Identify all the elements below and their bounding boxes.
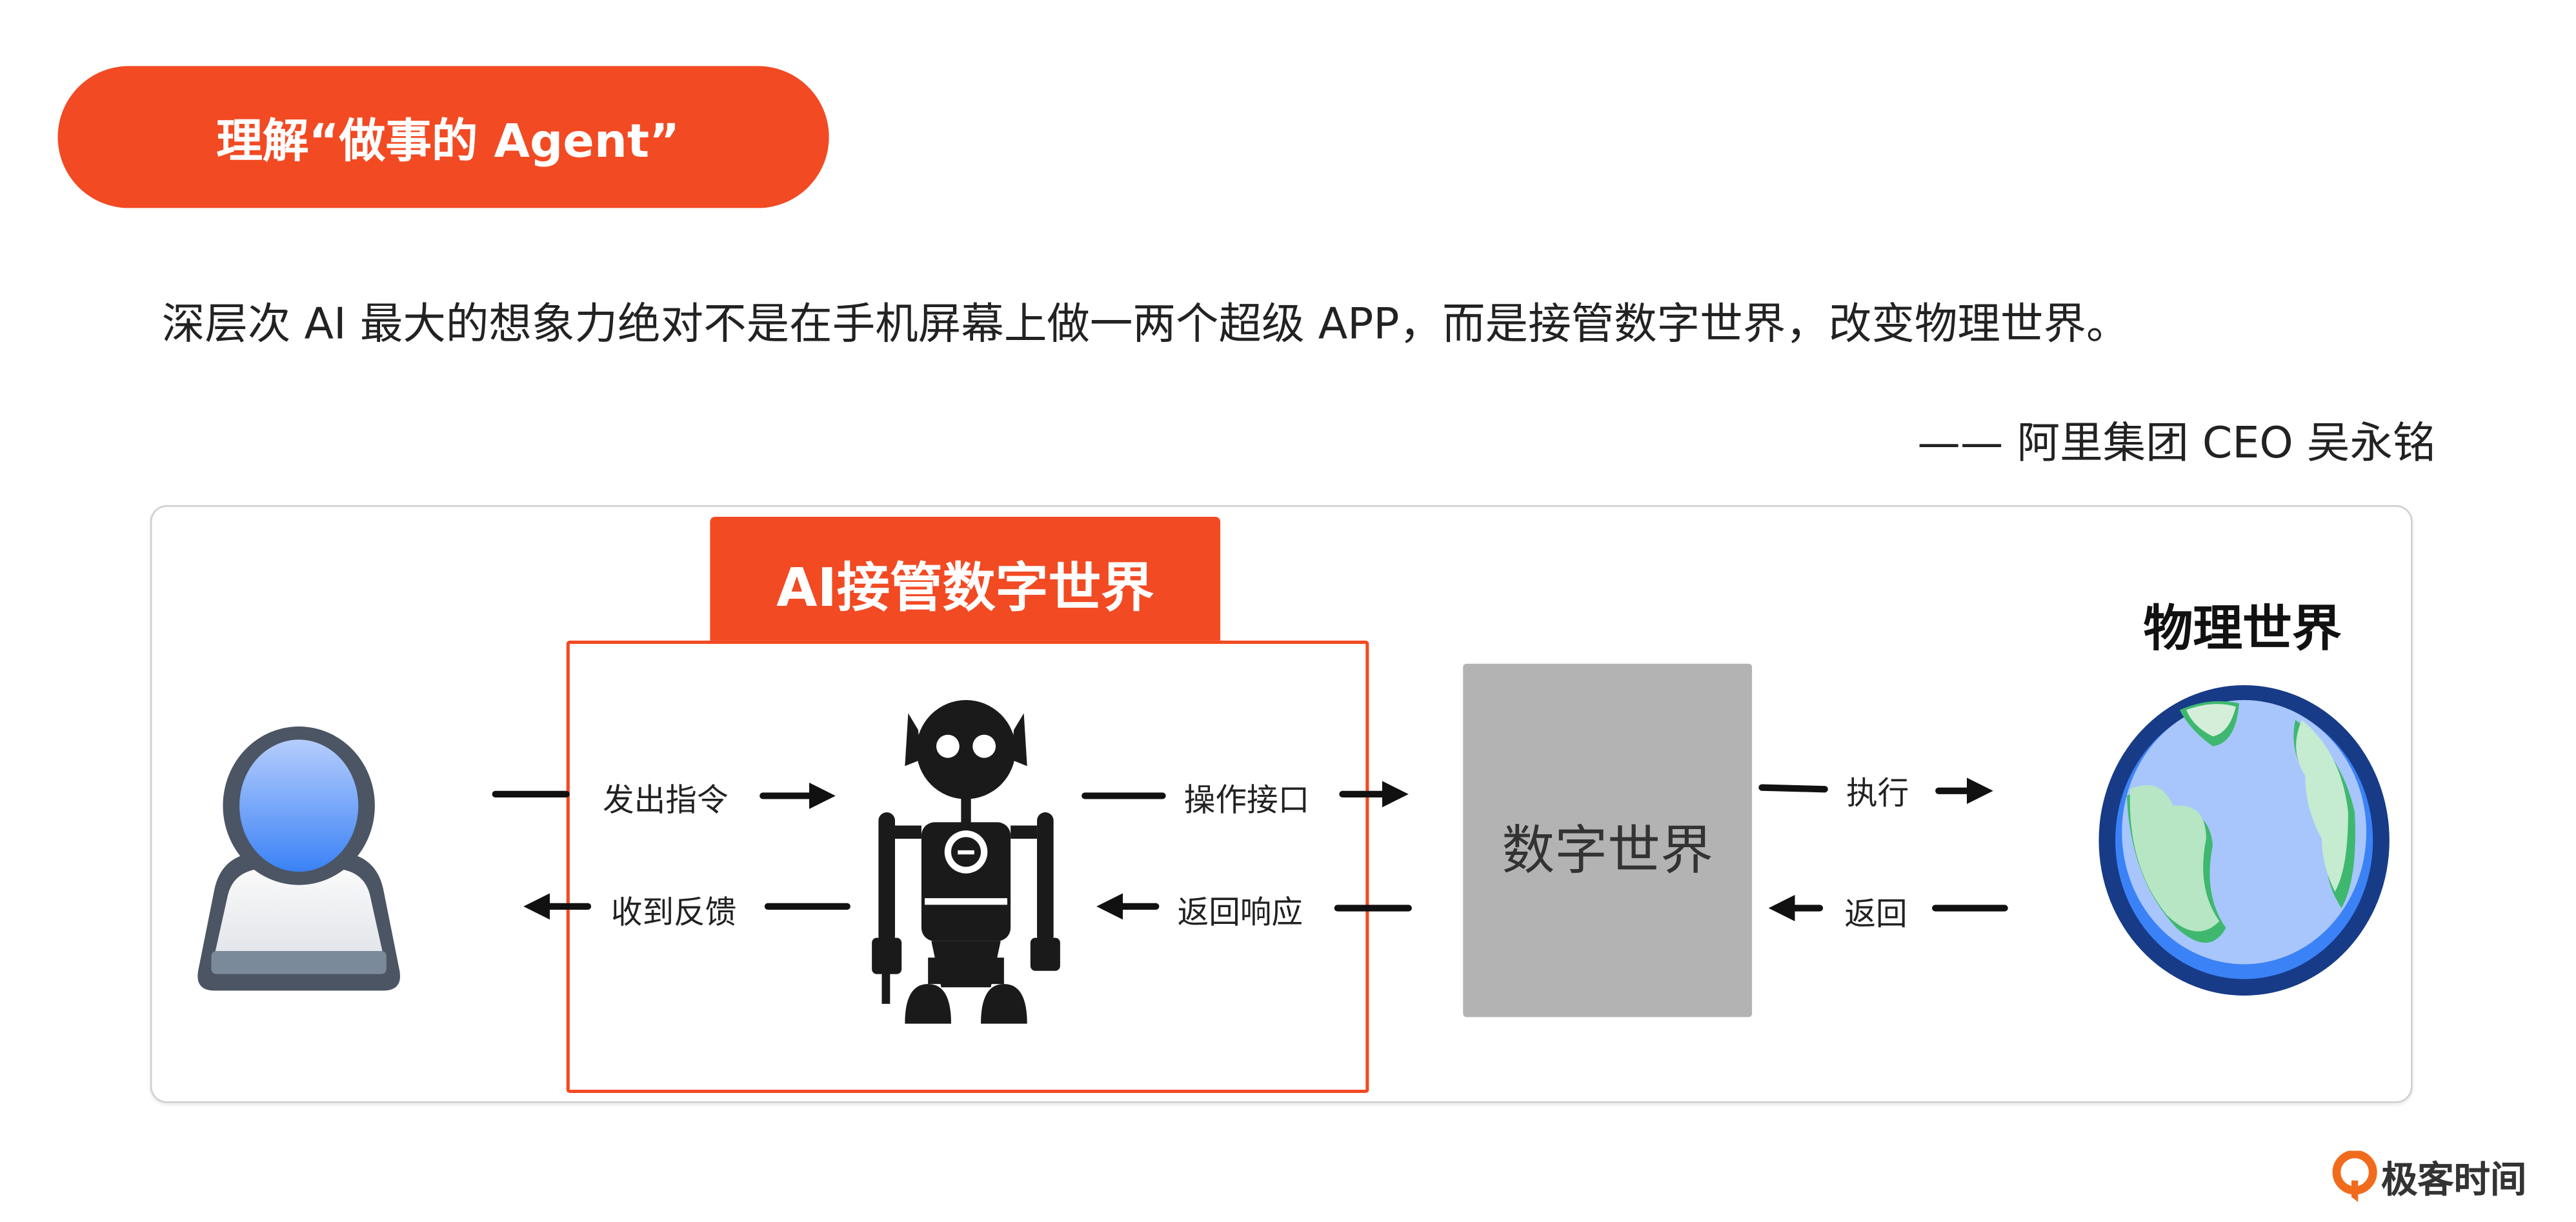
label-return: 返回 — [1844, 896, 1907, 933]
brand-logo: 极客时间 — [2331, 1150, 2526, 1210]
label-receive-feedback: 收到反馈 — [610, 894, 737, 932]
digital-world-box: 数字世界 — [1463, 663, 1753, 1017]
globe-icon — [2098, 685, 2390, 996]
label-operate-interface: 操作接口 — [1183, 782, 1310, 819]
page-title: 理解“做事的 Agent” — [216, 114, 680, 169]
ai-section-title: AI接管数字世界 — [776, 556, 1154, 619]
diagram-panel — [150, 505, 2413, 1103]
ai-section-box — [566, 640, 1369, 1094]
ai-section-header: AI接管数字世界 — [710, 516, 1221, 641]
label-return-response: 返回响应 — [1177, 894, 1303, 932]
title-pill: 理解“做事的 Agent” — [57, 66, 829, 208]
user-icon — [197, 726, 401, 991]
robot-icon — [872, 700, 1060, 1024]
physical-world-label: 物理世界 — [2143, 601, 2342, 659]
label-execute: 执行 — [1846, 776, 1909, 813]
brand-logo-icon — [2332, 1150, 2377, 1202]
digital-world-label: 数字世界 — [1502, 819, 1713, 882]
quote-attribution: —— 阿里集团 CEO 吴永铭 — [1917, 419, 2436, 469]
brand-name: 极客时间 — [2381, 1160, 2527, 1202]
label-issue-command: 发出指令 — [603, 782, 729, 819]
quote-text: 深层次 AI 最大的想象力绝对不是在手机屏幕上做一两个超级 APP，而是接管数字… — [161, 300, 2129, 350]
